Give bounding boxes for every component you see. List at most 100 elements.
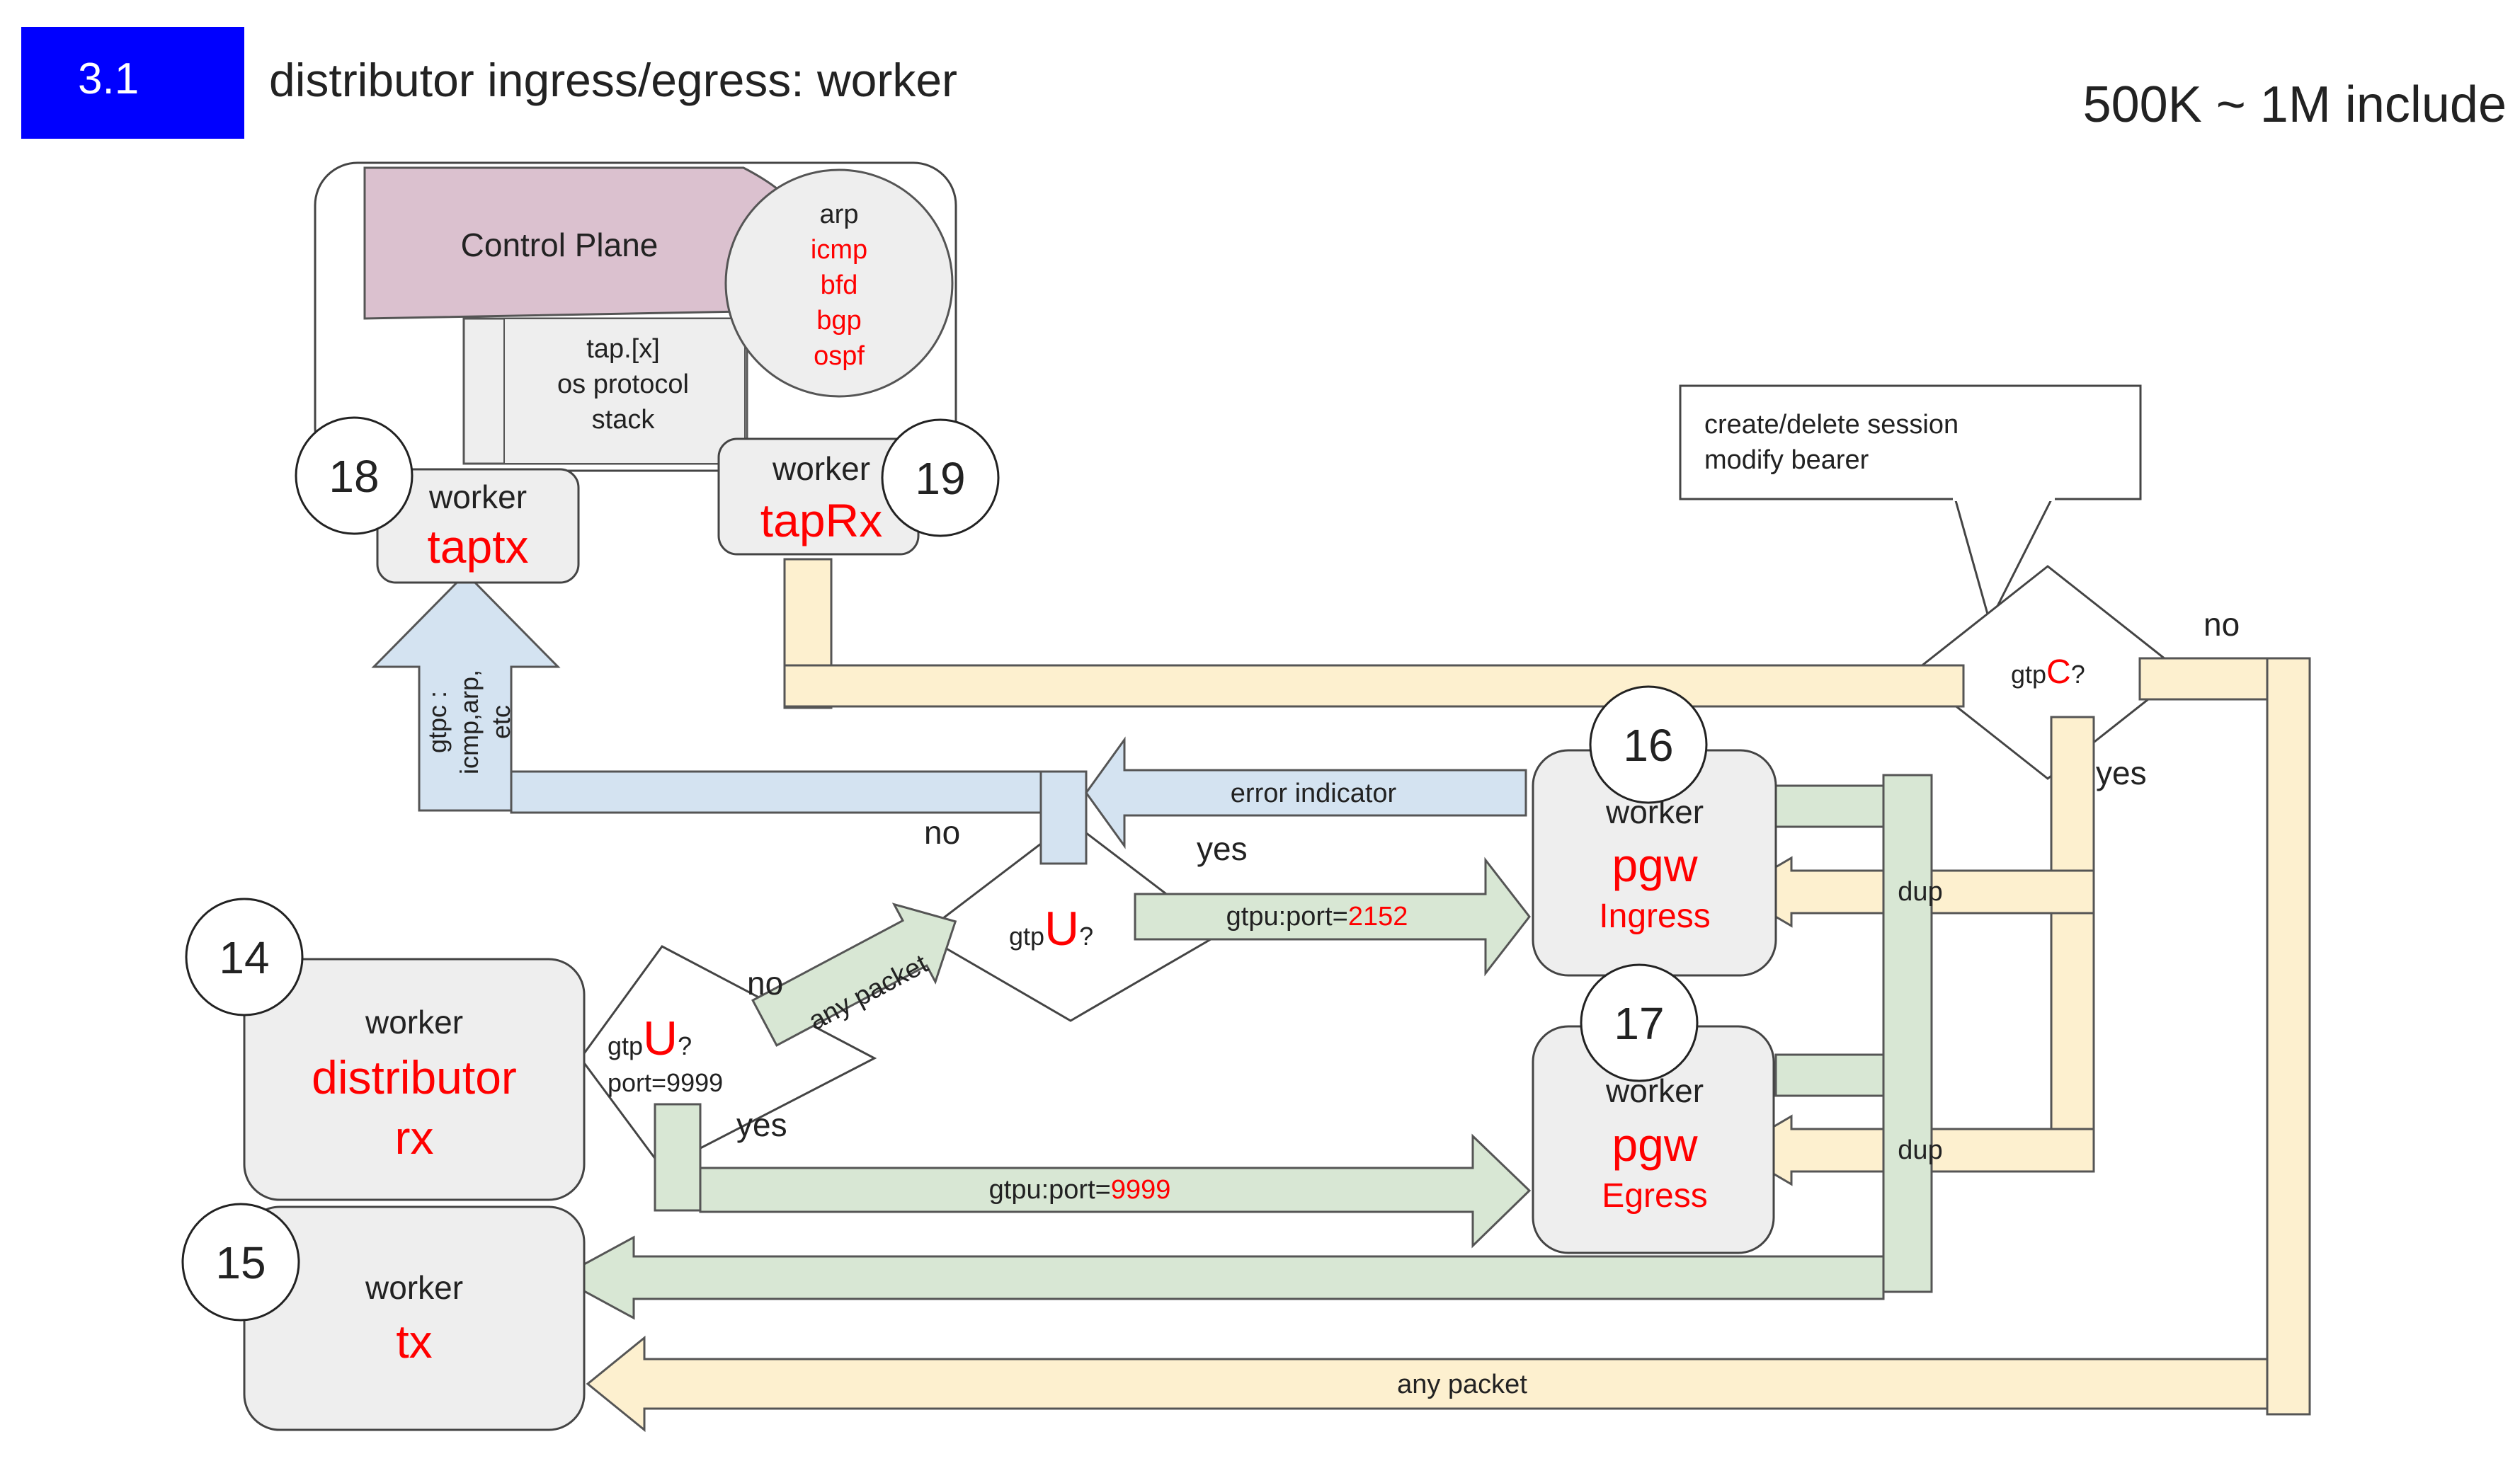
node-taptx-number-circle [295,416,414,535]
control-plane-label: Control Plane [461,227,658,263]
node-pgw-ingress-name: pgw [1612,839,1697,891]
protocol-icmp: icmp [811,235,867,265]
protocol-circle [724,168,954,398]
gtpu-lower-yes-label: yes [736,1106,787,1143]
node-pgw-egress-name: pgw [1612,1118,1697,1171]
gtpc-yes-label: yes [2096,755,2147,791]
gtpc-arrow-line-2: icmp,arp, [455,670,484,774]
node-tx-number-circle [181,1203,300,1322]
port9999-prefix: gtpu:port= [989,1175,1111,1205]
node-taptx-role: worker [428,479,527,515]
gtpu-upper-decision-label: gtpU? [1009,902,1093,956]
port2152-arrow [1134,856,1531,977]
node-distributor-rx[interactable]: worker distributor rx 14 [185,898,586,1201]
node-pgw-ingress[interactable]: worker pgw Ingress 16 [1532,685,1777,977]
gtpu-lower-letter: U [643,1012,678,1065]
gtpc-no-down-bar [2266,657,2311,1416]
tap-stack-inner [503,318,746,464]
port9999-label: gtpu:port=9999 [989,1175,1171,1205]
gtpu-yes-stub [654,1103,702,1212]
node-tx-role: worker [365,1269,463,1306]
ingress-out-stub [1774,784,1885,828]
node-distributor-rx-number-circle [185,898,304,1016]
callout-seam [1953,495,2055,501]
dup-ingress-label: dup [1898,877,1942,907]
protocol-arp: arp [820,200,859,229]
gtpc-letter: C [2046,653,2071,691]
node-tx-name: tx [396,1315,432,1368]
node-taptx-name: taptx [427,520,528,573]
gtpc-prefix: gtp [2011,660,2046,689]
callout-line-2: modify bearer [1704,445,1869,475]
port9999-value: 9999 [1111,1175,1171,1205]
callout-box [1679,384,2142,500]
gtpc-decision-label: gtpC? [2011,653,2085,691]
protocol-bgp: bgp [816,306,861,336]
node-distributor-rx-role: worker [365,1004,463,1041]
page-title: distributor ingress/egress: worker [269,54,957,106]
ingress-egress-collector [1882,774,1933,1293]
node-taprx-role: worker [772,450,870,487]
node-pgw-ingress-sub: Ingress [1599,898,1710,935]
tap-line-1: tap.[x] [586,334,660,364]
node-pgw-egress-sub: Egress [1602,1177,1707,1215]
port2152-value: 2152 [1348,902,1408,932]
gtpc-horizontal-bar [783,664,1965,708]
node-taptx[interactable]: worker taptx 18 [295,416,580,584]
port2152-prefix: gtpu:port= [1226,902,1348,932]
header-note: 500K ~ 1M include [2083,76,2507,133]
tap-line-3: stack [592,405,656,435]
any-packet-bottom-label: any packet [1397,1370,1527,1399]
node-pgw-egress-number: 17 [1614,998,1664,1049]
gtpu-upper-prefix: gtp [1009,922,1044,951]
node-pgw-ingress-number: 16 [1623,720,1673,771]
node-distributor-rx-name2: rx [395,1111,434,1164]
tap-line-2: os protocol [557,369,689,399]
any-packet-arrow-bottom [586,1335,2269,1433]
gtpu-upper-yes-label: yes [1197,830,1248,867]
any-packet-arrow-diagonal [751,903,957,1047]
port9999-arrow [699,1133,1532,1249]
section-badge-text: 3.1 [78,55,139,103]
node-pgw-egress-number-circle [1580,963,1699,1082]
section-badge [21,27,244,139]
gtpu-lower-no-label: no [747,965,783,1002]
node-taprx-number: 19 [915,453,965,504]
gtpc-arrow-line-3: etc [486,705,515,739]
gtpc-arrow-line-1: gtpc : [423,691,452,753]
protocol-ospf: ospf [814,341,865,371]
gtpu-upper-suffix: ? [1079,922,1093,951]
node-pgw-egress[interactable]: worker pgw Egress 17 [1532,963,1775,1254]
port2152-label: gtpu:port=2152 [1226,902,1408,932]
node-distributor-rx-name1: distributor [312,1051,517,1104]
error-indicator-label: error indicator [1231,779,1397,808]
node-tx-number: 15 [215,1237,266,1288]
node-distributor-rx-box [243,958,586,1201]
gtpu-lower-port: port=9999 [608,1068,723,1097]
node-distributor-rx-number: 14 [219,932,269,983]
protocol-bfd: bfd [821,270,858,300]
gtpc-arrow-label: gtpc : icmp,arp, etc [423,670,515,774]
gtpc-diamond [1911,565,2184,780]
error-horizontal-bar [510,770,1088,814]
gtpu-no-stub [1039,770,1088,865]
gtpu-lower-prefix: gtp [608,1031,643,1060]
node-taprx-number-circle [881,418,1000,537]
gtpc-suffix: ? [2071,660,2085,689]
node-taptx-number: 18 [329,451,379,502]
gtpu-lower-suffix: ? [678,1031,692,1060]
node-taprx[interactable]: worker tapRx 19 [717,418,1000,556]
node-taprx-name: tapRx [760,494,882,546]
gtpu-lower-decision-label: gtpU? [608,1012,692,1065]
gtpc-no-label: no [2203,606,2240,643]
node-tx[interactable]: worker tx 15 [181,1203,586,1431]
egress-out-stub [1774,1053,1885,1097]
error-indicator-arrow [1085,736,1527,849]
tx-in-arrow [557,1235,1885,1320]
gtpc-yes-down-bar [2050,716,2095,1169]
node-pgw-ingress-number-circle [1589,685,1708,804]
dup-egress-label: dup [1898,1135,1942,1165]
callout-line-1: create/delete session [1704,410,1959,440]
gtpu-upper-no-label: no [924,814,960,851]
